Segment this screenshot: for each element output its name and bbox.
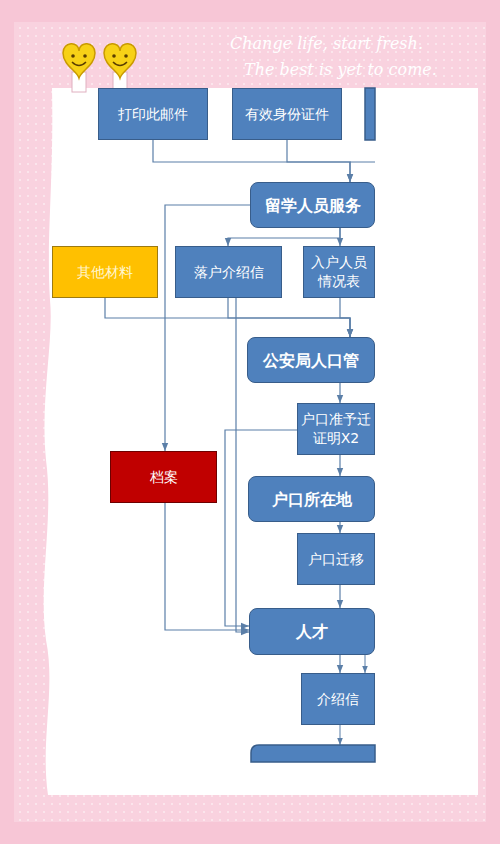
- dot-pattern: [14, 22, 486, 822]
- stage-box: 公安局人口管: [247, 337, 375, 383]
- box-text: 留学人员服务: [265, 196, 361, 215]
- process-box: 有效身份证件: [232, 88, 342, 140]
- slogan-text: The best is yet to come.: [244, 60, 437, 79]
- box-text: 入户人员 情况表: [306, 253, 372, 291]
- flow-connector: [339, 655, 340, 673]
- cropped-line: [350, 162, 375, 163]
- flow-connector: [165, 205, 250, 451]
- process-box: 介绍信: [301, 673, 375, 725]
- box-text: 档案: [150, 468, 178, 487]
- heart-mascots: [63, 44, 136, 92]
- flow-connector: [340, 298, 350, 337]
- slogan-text: Change life, start fresh.: [230, 34, 423, 53]
- flow-connector: [339, 522, 340, 533]
- box-text: 公安局人口管: [263, 351, 359, 370]
- inner-frame: [14, 22, 486, 822]
- stage-box: 留学人员服务: [250, 182, 375, 228]
- flow-connector: [339, 585, 340, 608]
- process-box: 户口准予迁 证明X2: [297, 403, 375, 455]
- cropped-box: [251, 745, 375, 762]
- box-text: 其他材料: [77, 263, 133, 282]
- flow-connector: [339, 455, 340, 476]
- box-text: 人才: [296, 622, 328, 641]
- flow-connector: [165, 503, 249, 630]
- box-text: 介绍信: [317, 690, 359, 709]
- process-box: 户口迁移: [297, 533, 375, 585]
- paper-sheet: [44, 88, 478, 795]
- flow-connector: [225, 430, 297, 626]
- process-box: 入户人员 情况表: [303, 246, 375, 298]
- cropped-line: [365, 655, 366, 673]
- process-box: 落户介绍信: [175, 246, 282, 298]
- flow-connector: [228, 298, 350, 337]
- box-text: 打印此邮件: [118, 105, 188, 124]
- box-text: 户口所在地: [272, 490, 352, 509]
- stage-box: 人才: [249, 608, 375, 655]
- archive-box: 档案: [110, 451, 217, 503]
- cropped-box: [365, 88, 375, 140]
- cropped-line: [340, 725, 341, 745]
- heart-face: [104, 44, 136, 78]
- process-box: 打印此邮件: [98, 88, 208, 140]
- flow-connector: [287, 140, 350, 182]
- material-box: 其他材料: [52, 246, 158, 298]
- box-text: 户口迁移: [308, 550, 364, 569]
- stage-box: 户口所在地: [248, 476, 375, 522]
- flow-connector: [228, 228, 340, 246]
- flow-connector: [153, 140, 350, 182]
- flow-connector: [339, 383, 340, 403]
- box-text: 户口准予迁 证明X2: [300, 410, 372, 448]
- flow-connector: [339, 228, 340, 246]
- box-text: 落户介绍信: [194, 263, 264, 282]
- heart-face: [63, 44, 95, 78]
- box-text: 有效身份证件: [245, 105, 329, 124]
- flow-connector: [105, 298, 350, 337]
